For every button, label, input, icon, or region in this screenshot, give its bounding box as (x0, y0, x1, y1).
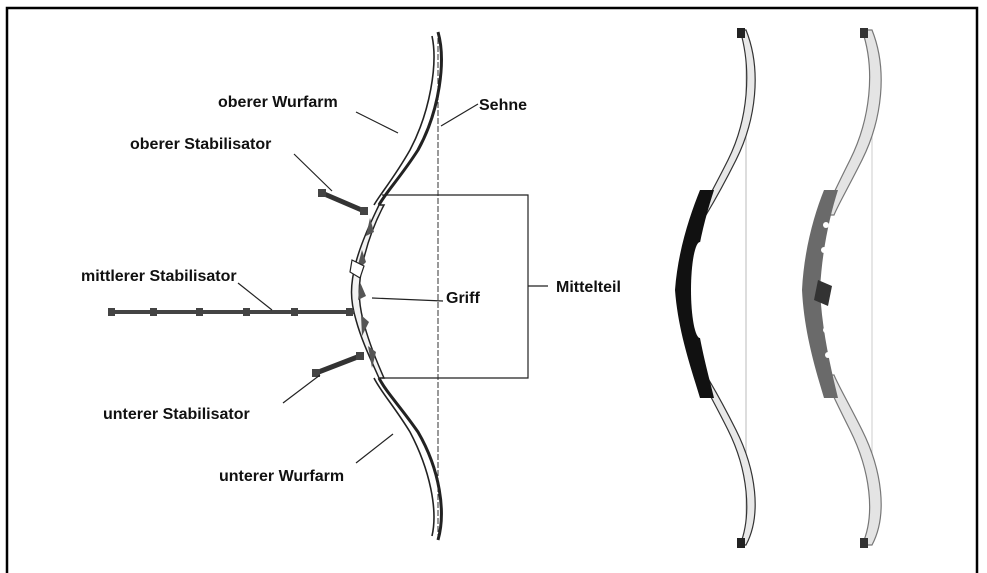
bow-photo-gray-upper-limb (824, 30, 881, 215)
figure-border (7, 8, 977, 573)
bow-photo-gray-lower-limb (824, 375, 881, 545)
lower-stabilizer (312, 352, 364, 377)
label-upper-limb: oberer Wurfarm (218, 94, 338, 111)
string-leader (441, 104, 478, 126)
riser-bracket (382, 195, 528, 378)
bow-photo-dark-window (691, 242, 709, 338)
upper-limb-inner (374, 36, 434, 205)
lower-limb-inner (374, 378, 434, 536)
bow-photo-dark-upper-limb (700, 30, 755, 215)
upper-stabilizer-leader (294, 154, 332, 191)
riser-outline (350, 205, 384, 378)
label-riser: Mittelteil (556, 279, 621, 296)
bow-photo-dark (675, 28, 755, 548)
label-lower-limb: unterer Wurfarm (219, 468, 344, 485)
label-string: Sehne (479, 97, 527, 114)
grip-leader (372, 298, 443, 301)
upper-limb-leader (356, 112, 398, 133)
label-upper-stabilizer: oberer Stabilisator (130, 136, 271, 153)
bow-photo-dark-lower-limb (700, 375, 755, 545)
lower-stabilizer-leader (283, 375, 320, 403)
lower-limb-outer (379, 378, 441, 540)
lower-limb-leader (356, 434, 393, 463)
label-lower-stabilizer: unterer Stabilisator (103, 406, 250, 423)
upper-limb-outer (379, 32, 441, 205)
label-grip: Griff (446, 290, 480, 307)
middle-stabilizer (108, 308, 354, 316)
middle-stabilizer-leader (238, 283, 272, 310)
upper-stabilizer (318, 189, 368, 215)
bow-photo-gray (802, 28, 881, 548)
label-middle-stabilizer: mittlerer Stabilisator (81, 268, 237, 285)
